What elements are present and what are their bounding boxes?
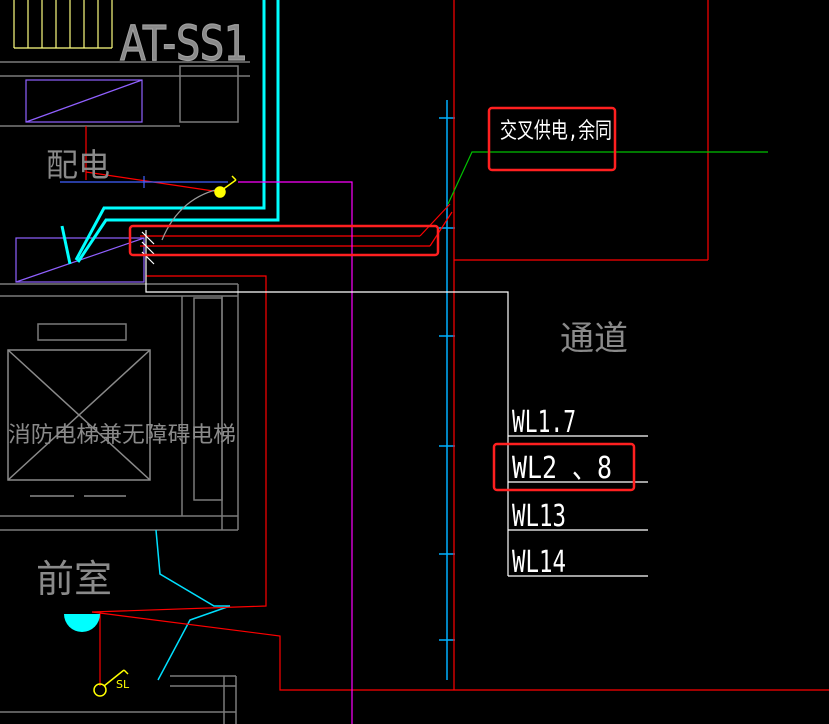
circuit-label: WL1.7 <box>512 405 576 440</box>
highlight-boxes <box>128 106 636 492</box>
magenta-wiring <box>238 181 353 724</box>
green-wiring <box>447 151 768 205</box>
yellow-switch-bottom <box>93 669 129 697</box>
corridor-label: 通道 <box>560 319 628 359</box>
ceiling-lamp-icon <box>64 614 100 632</box>
highlight-annotation <box>487 106 617 172</box>
circuit-label: WL14 <box>512 545 566 580</box>
annotation-text: 交叉供电,余同 <box>500 119 612 144</box>
circuit-label: WL13 <box>512 499 566 534</box>
sl-tag: SL <box>116 678 130 691</box>
wall-structure <box>0 61 250 724</box>
blue-marker <box>60 176 228 188</box>
gray-arc <box>161 187 225 241</box>
switchgear-grid <box>13 0 113 49</box>
power-room-label: 配电 <box>46 146 110 184</box>
ats-label: AT-SS1 <box>120 16 248 72</box>
yellow-switch-top <box>214 175 237 198</box>
elevator-label: 消防电梯兼无障碍电梯 <box>8 423 236 448</box>
elevator-shaft <box>7 349 151 497</box>
red-wiring <box>85 0 829 691</box>
cyan-riser <box>439 100 455 680</box>
white-route <box>141 230 648 577</box>
highlight-conduit <box>128 224 440 257</box>
anteroom-label: 前室 <box>36 557 112 601</box>
highlight-circuit <box>492 442 636 492</box>
door-swings <box>155 529 231 681</box>
circuit-label: WL2 、8 <box>512 451 612 486</box>
